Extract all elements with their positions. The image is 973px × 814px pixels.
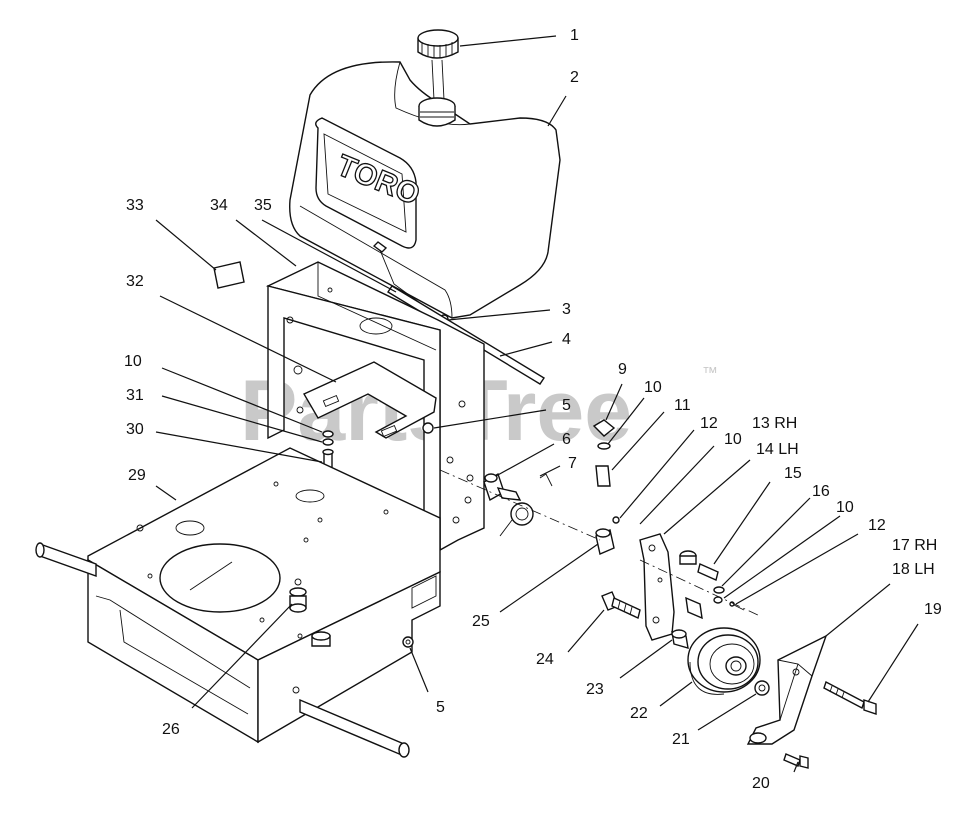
fuel-cap — [417, 29, 459, 101]
callout-1: 1 — [570, 27, 579, 44]
lock-nut-upper — [422, 422, 434, 434]
leader-lines — [155, 35, 919, 773]
callout-5-lower: 5 — [436, 699, 445, 716]
callout-9: 9 — [618, 361, 627, 378]
base-deck — [87, 447, 441, 744]
idler-pulley — [687, 627, 761, 695]
center-line — [439, 469, 761, 617]
callout-18: 18 LH — [892, 561, 935, 578]
fuel-tank: TORO — [289, 61, 561, 319]
callout-30: 30 — [126, 421, 144, 438]
callout-22: 22 — [630, 705, 648, 722]
callout-15: 15 — [784, 465, 802, 482]
callout-4: 4 — [562, 331, 571, 348]
pulley-nut — [754, 680, 770, 696]
lower-bracket — [402, 575, 437, 648]
short-bolt — [783, 753, 809, 769]
callout-33: 33 — [126, 197, 144, 214]
callout-31: 31 — [126, 387, 144, 404]
callout-5-upper: 5 — [562, 397, 571, 414]
pulley-bracket — [746, 634, 828, 745]
callout-10-c: 10 — [836, 499, 854, 516]
callout-34: 34 — [210, 197, 228, 214]
callout-7: 7 — [568, 455, 577, 472]
callout-16: 16 — [812, 483, 830, 500]
callout-10-b: 10 — [724, 431, 742, 448]
callout-25: 25 — [472, 613, 490, 630]
callout-19: 19 — [924, 601, 942, 618]
callout-10-d: 10 — [124, 353, 142, 370]
idler-arm — [639, 533, 697, 641]
frame-housing — [265, 261, 485, 562]
callout-3: 3 — [562, 301, 571, 318]
callout-12-a: 12 — [700, 415, 718, 432]
callout-11: 11 — [674, 397, 691, 414]
callout-26: 26 — [162, 721, 180, 738]
callout-12-b: 12 — [868, 517, 886, 534]
callout-23: 23 — [586, 681, 604, 698]
callout-17: 17 RH — [892, 537, 937, 554]
callout-21: 21 — [672, 731, 690, 748]
hose-fitting — [289, 578, 307, 613]
spacer-sleeve — [483, 472, 522, 502]
callout-6: 6 — [562, 431, 571, 448]
callout-10-a: 10 — [644, 379, 662, 396]
shoulder-bolt — [601, 591, 641, 619]
mounting-bracket — [303, 361, 437, 439]
callout-14: 14 LH — [756, 441, 799, 458]
callout-20: 20 — [752, 775, 770, 792]
torsion-spring — [499, 473, 553, 537]
pulley-hub — [671, 596, 703, 649]
pivot-boss — [595, 528, 615, 555]
watermark-trademark: ™ — [702, 365, 718, 382]
callout-29: 29 — [128, 467, 146, 484]
callout-32: 32 — [126, 273, 144, 290]
idler-hardware — [592, 419, 620, 524]
callout-2: 2 — [570, 69, 579, 86]
axle-shafts — [35, 542, 410, 758]
idler-bushings — [697, 563, 745, 611]
callout-35: 35 — [254, 197, 272, 214]
callout-labels: 1 2 3 4 5 5 6 7 9 10 10 10 10 11 12 12 1… — [124, 27, 942, 792]
callout-24: 24 — [536, 651, 554, 668]
decal — [213, 261, 245, 289]
long-bolt — [823, 680, 877, 715]
callout-13: 13 RH — [752, 415, 797, 432]
